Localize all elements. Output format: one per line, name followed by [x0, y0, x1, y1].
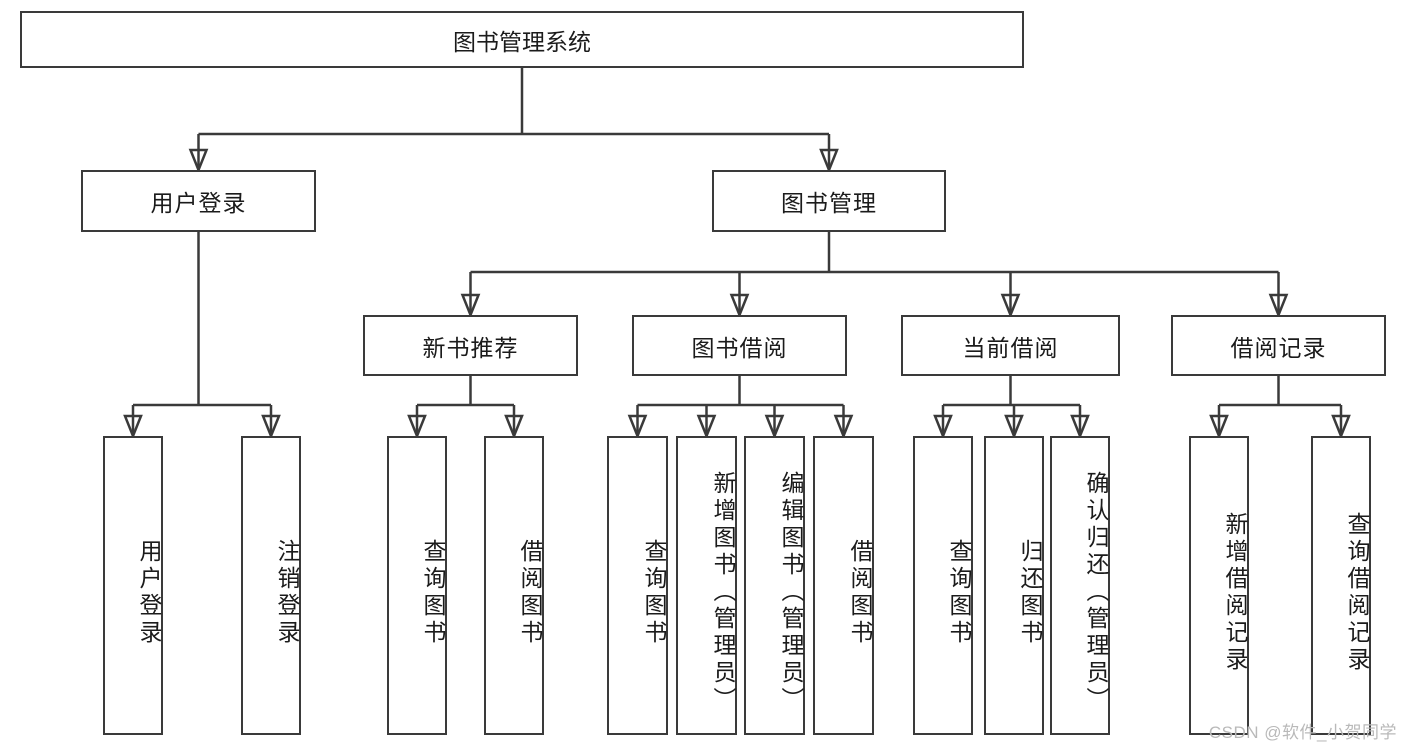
leaf-node-2[interactable]: 查询图书 — [387, 436, 447, 735]
level3-node-2[interactable]: 当前借阅 — [901, 315, 1120, 376]
node-label: 确认归还（管理员） — [1083, 471, 1109, 714]
node-label: 查询借阅记录 — [1344, 511, 1370, 674]
level2-node-1[interactable]: 图书管理 — [712, 170, 946, 232]
leaf-node-11[interactable]: 新增借阅记录 — [1189, 436, 1249, 735]
node-label: 归还图书 — [1017, 538, 1043, 647]
leaf-node-8[interactable]: 查询图书 — [913, 436, 973, 735]
leaf-node-7[interactable]: 借阅图书 — [813, 436, 874, 735]
node-label: 借阅图书 — [517, 538, 543, 647]
node-label: 用户登录 — [136, 538, 162, 647]
leaf-node-4[interactable]: 查询图书 — [607, 436, 668, 735]
level3-node-0[interactable]: 新书推荐 — [363, 315, 578, 376]
node-label: 当前借阅 — [962, 334, 1059, 361]
watermark-label: CSDN @软件_小贺同学 — [1208, 723, 1397, 742]
node-label: 新增图书（管理员） — [710, 471, 736, 714]
node-label: 查询图书 — [420, 538, 446, 647]
node-label: 查询图书 — [946, 538, 972, 647]
node-label: 借阅图书 — [847, 538, 873, 647]
node-label: 注销登录 — [274, 538, 300, 647]
node-label: 新书推荐 — [422, 334, 519, 361]
node-label: 图书借阅 — [691, 334, 788, 361]
node-label: 新增借阅记录 — [1222, 511, 1248, 674]
leaf-node-12[interactable]: 查询借阅记录 — [1311, 436, 1371, 735]
root-node[interactable]: 图书管理系统 — [20, 11, 1024, 68]
leaf-node-3[interactable]: 借阅图书 — [484, 436, 544, 735]
level2-node-0[interactable]: 用户登录 — [81, 170, 316, 232]
leaf-node-0[interactable]: 用户登录 — [103, 436, 163, 735]
leaf-node-6[interactable]: 编辑图书（管理员） — [744, 436, 805, 735]
level3-node-1[interactable]: 图书借阅 — [632, 315, 847, 376]
node-label: 用户登录 — [150, 190, 247, 216]
leaf-node-5[interactable]: 新增图书（管理员） — [676, 436, 737, 735]
level3-node-3[interactable]: 借阅记录 — [1171, 315, 1386, 376]
node-label: 借阅记录 — [1230, 334, 1327, 361]
node-label: 图书管理 — [781, 190, 877, 216]
leaf-node-1[interactable]: 注销登录 — [241, 436, 301, 735]
node-label: 查询图书 — [641, 538, 667, 647]
leaf-node-10[interactable]: 确认归还（管理员） — [1050, 436, 1110, 735]
node-label: 图书管理系统 — [453, 28, 591, 55]
node-label: 编辑图书（管理员） — [778, 471, 804, 714]
leaf-node-9[interactable]: 归还图书 — [984, 436, 1044, 735]
